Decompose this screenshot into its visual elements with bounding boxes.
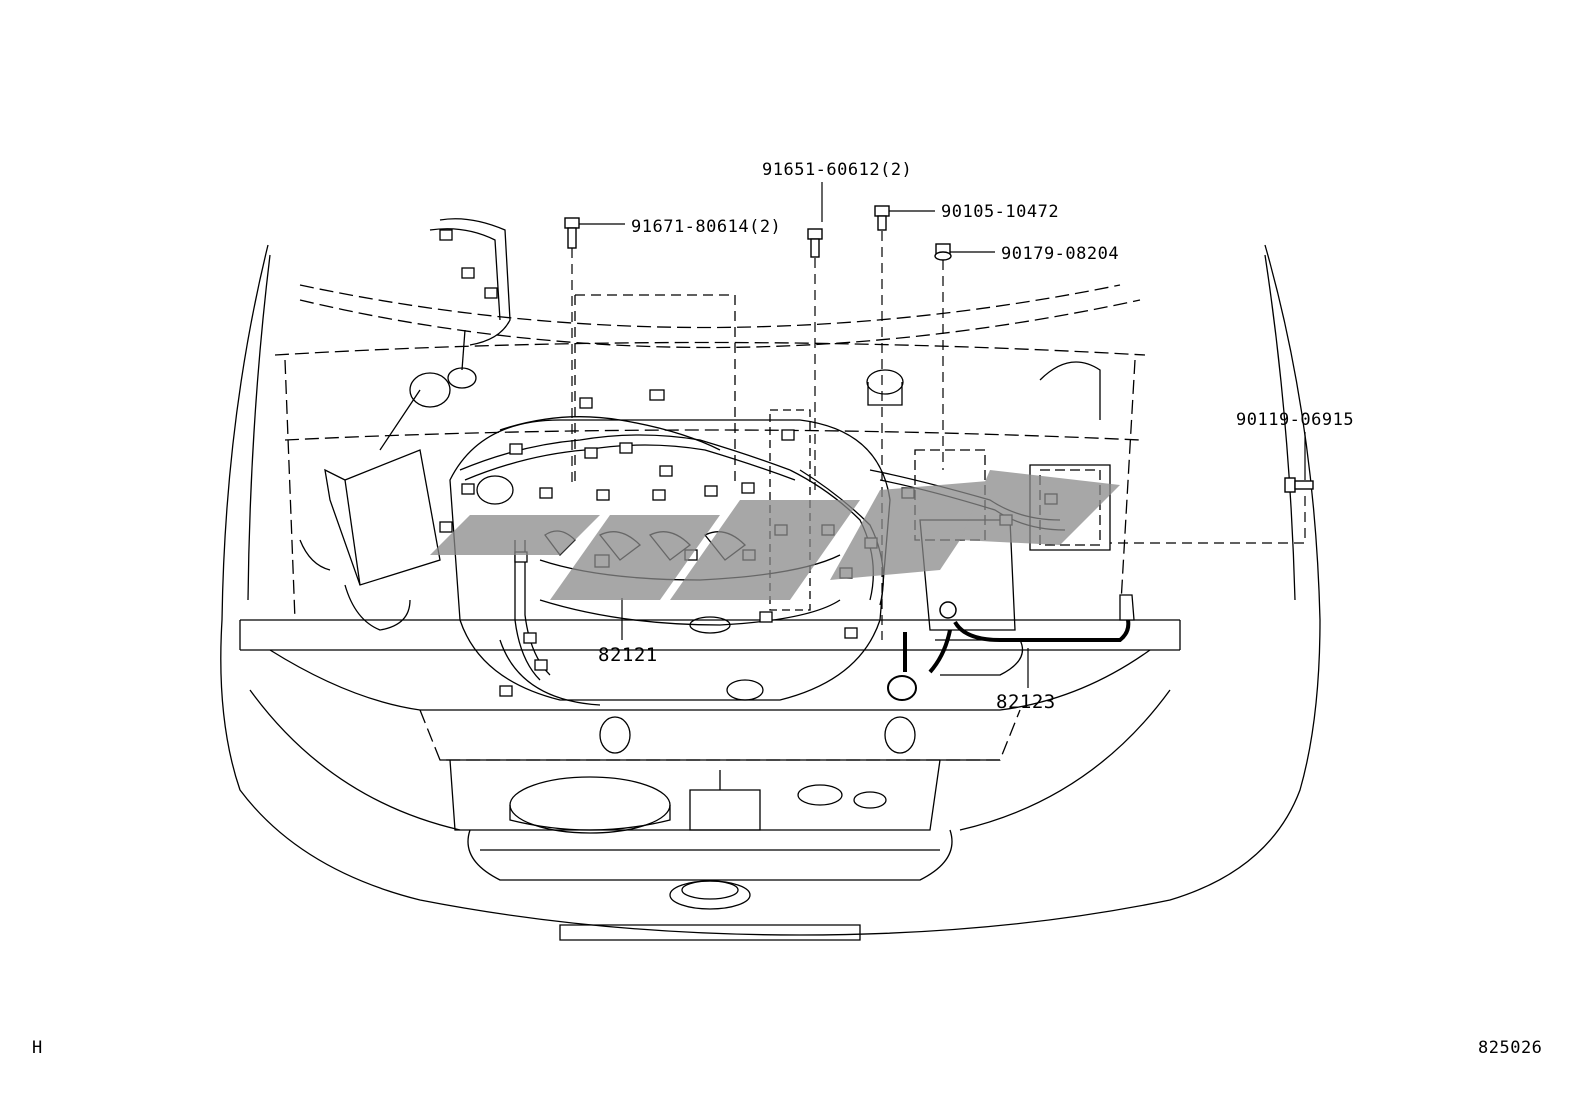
bolt-icon-91671 — [564, 217, 580, 249]
callout-82123: 82123 — [996, 691, 1056, 713]
bolt-icon-90105 — [874, 205, 890, 231]
callout-90105-10472: 90105-10472 — [941, 202, 1060, 222]
callout-91651-60612: 91651-60612(2) — [762, 160, 913, 180]
watermark — [430, 470, 1120, 600]
corner-letter: H — [32, 1038, 43, 1058]
callout-91671-80614: 91671-80614(2) — [631, 217, 782, 237]
bolt-icon-91651 — [807, 228, 823, 258]
nut-icon-90179 — [934, 243, 952, 261]
figure-number: 825026 — [1478, 1038, 1543, 1058]
callout-90119-06915: 90119-06915 — [1236, 410, 1355, 430]
callout-82121: 82121 — [598, 644, 658, 666]
bolt-icon-90119 — [1284, 477, 1314, 493]
callout-90179-08204: 90179-08204 — [1001, 244, 1120, 264]
